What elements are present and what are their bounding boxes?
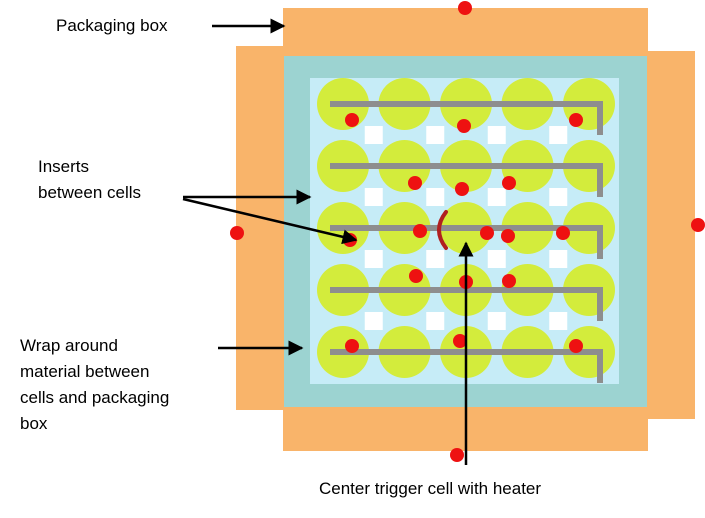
sensor-dot: [453, 334, 467, 348]
insert-spacer: [426, 250, 445, 268]
sensor-dot: [450, 448, 464, 462]
heater-icon: [437, 210, 448, 250]
busbar-row: [330, 225, 603, 231]
insert-spacer: [426, 188, 445, 206]
busbar-row: [330, 163, 603, 169]
packaging-box-left-flap: [236, 46, 286, 410]
insert-spacer: [487, 312, 506, 330]
inserts-arrow-lower: [182, 197, 358, 245]
insert-lattice: [364, 126, 568, 330]
sensor-dot: [345, 113, 359, 127]
label-inserts-line1: Inserts: [38, 157, 90, 176]
packaging-box-top-flap: [283, 8, 648, 56]
sensor-dot: [409, 269, 423, 283]
busbar-tab: [597, 163, 603, 197]
annotation-arrows: [182, 18, 474, 465]
sensor-dot: [502, 274, 516, 288]
sensor-dot: [569, 113, 583, 127]
insert-spacer: [549, 312, 568, 330]
sensor-dot: [691, 218, 705, 232]
busbar-tab: [597, 225, 603, 259]
sensor-dot: [502, 176, 516, 190]
insert-spacer: [549, 188, 568, 206]
insert-spacer: [364, 312, 383, 330]
busbar-tab: [597, 349, 603, 383]
sensor-dots: [230, 1, 705, 462]
busbar-tab: [597, 101, 603, 135]
packaging-box-right-flap: [647, 51, 695, 419]
sensor-dot: [230, 226, 244, 240]
insert-spacer: [364, 126, 383, 144]
sensor-dot: [345, 339, 359, 353]
insert-spacer: [487, 250, 506, 268]
label-center-trigger: Center trigger cell with heater: [319, 479, 542, 498]
label-inserts-line2: between cells: [38, 183, 142, 202]
sensor-dot: [408, 176, 422, 190]
insert-spacer: [426, 126, 445, 144]
label-wrap-line3: cells and packaging: [20, 388, 170, 407]
busbar-tab: [597, 287, 603, 321]
sensor-dot: [458, 1, 472, 15]
label-wrap-line2: material between: [20, 362, 150, 381]
busbar-row: [330, 101, 603, 107]
insert-spacer: [364, 188, 383, 206]
sensor-dot: [569, 339, 583, 353]
sensor-dot: [455, 182, 469, 196]
sensor-dot: [480, 226, 494, 240]
sensor-dot: [413, 224, 427, 238]
sensor-dot: [501, 229, 515, 243]
insert-spacer: [364, 250, 383, 268]
insert-spacer: [487, 126, 506, 144]
insert-spacer: [549, 126, 568, 144]
insert-spacer: [426, 312, 445, 330]
insert-spacer: [487, 188, 506, 206]
label-wrap-line4: box: [20, 414, 48, 433]
sensor-dot: [556, 226, 570, 240]
label-packaging-box: Packaging box: [56, 16, 168, 35]
sensor-dot: [457, 119, 471, 133]
label-wrap-line1: Wrap around: [20, 336, 118, 355]
insert-spacer: [549, 250, 568, 268]
